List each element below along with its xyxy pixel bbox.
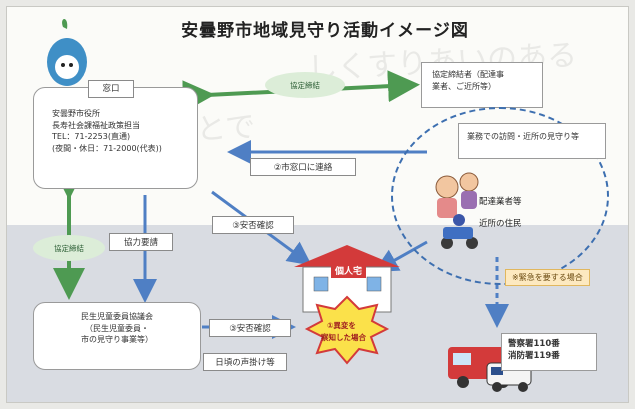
alert-burst [304,295,390,365]
office-line: 安曇野市役所 [52,109,100,118]
partners-box: 協定締結者（配達事 業者、ご近所等） [421,62,543,108]
emergency-label: ※緊急を要する場合 [505,269,590,286]
emergency-services-box: 警察署110番 消防署119番 [501,333,597,371]
residents-line: 配達業者等 [479,197,522,207]
monitoring-box: 業務での訪問・近所の見守り等 [458,123,606,159]
house-roof [294,245,400,267]
safety-check-label-lower: ③安否確認 [209,319,291,337]
alert-line: ①異変を [327,321,356,330]
fire-line: 消防署119番 [508,351,560,362]
safety-check-label-upper: ③安否確認 [212,216,294,234]
partners-line: 業者、ご近所等） [432,81,496,91]
diagram-title: 安曇野市地域見守り活動イメージ図 [181,21,469,41]
welfare-commissioners-box: 民生児童委員協議会 （民生児童委員・ 市の見守り事業等） [33,302,201,370]
residents-line: 近所の住民 [479,219,522,229]
welfare-line: 民生児童委員協議会 [81,312,153,321]
mascot-icon [45,37,89,89]
house-label: 個人宅 [331,263,367,278]
cooperation-request-label: 協力要請 [109,233,173,251]
police-line: 警察署110番 [508,339,560,349]
agreement-label-top: 協定締結 [265,72,345,98]
office-phone: TEL：71-2253(直通) [52,132,131,142]
office-header: 窓口 [88,80,134,99]
diagram-frame: しくすりあいのある そろえることで まちを 安曇野市地域見守り活動イメージ図 [6,6,629,403]
city-office-box: 窓口 安曇野市役所 長寿社会課福祉政策担当 TEL：71-2253(直通) (夜… [33,80,198,189]
daily-greeting-label: 日頃の声掛け等 [203,353,287,371]
contact-city-label: ②市窓口に連絡 [250,158,356,176]
agreement-label-left: 協定締結 [33,235,105,261]
alert-line: 察知した場合 [321,333,366,342]
welfare-line: 市の見守り事業等） [81,335,153,345]
partners-line: 協定締結者（配達事 [432,70,504,79]
office-line: 長寿社会課福祉政策担当 [52,120,140,130]
welfare-line: （民生児童委員・ [85,323,149,333]
office-phone-alt: (夜間・休日：71-2000(代表)) [52,143,162,153]
community-oval [391,107,609,285]
